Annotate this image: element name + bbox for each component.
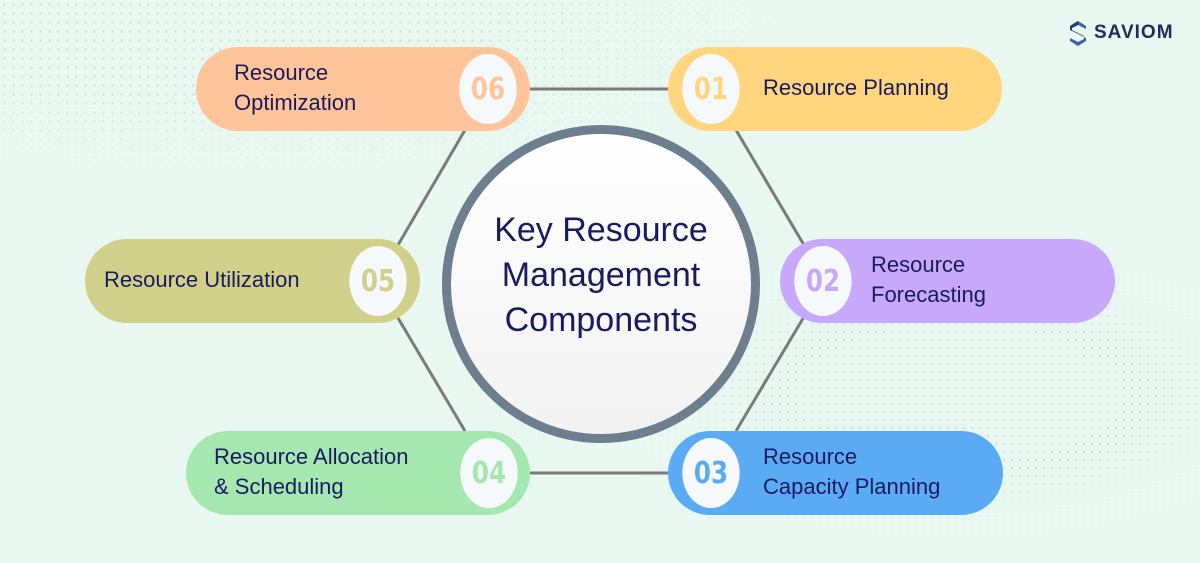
component-04-label-line2: & Scheduling <box>214 474 344 499</box>
component-06-resource-optimization: Resource Optimization 06 <box>196 47 530 131</box>
component-06-label-line1: Resource <box>234 60 329 85</box>
component-01-resource-planning: 01 Resource Planning <box>668 47 1002 131</box>
component-06-number-badge: 06 <box>459 54 517 124</box>
brand-logo: SAVIOM <box>1068 20 1174 46</box>
component-03-resource-capacity-planning: 03 Resource Capacity Planning <box>668 431 1003 515</box>
component-04-number-badge: 04 <box>460 438 518 508</box>
component-05-label-line1: Resource Utilization <box>104 267 300 292</box>
diagram-title: Key Resource Management Components <box>494 210 708 339</box>
component-03-number-badge: 03 <box>682 438 740 508</box>
component-05-number-badge: 05 <box>349 246 407 316</box>
component-02-resource-forecasting: 02 Resource Forecasting <box>780 239 1115 323</box>
saviom-s-logo-icon <box>1070 21 1086 46</box>
component-03-label-line2: Capacity Planning <box>763 474 941 499</box>
component-05-resource-utilization: Resource Utilization 05 <box>85 239 420 323</box>
component-01-label-line1: Resource Planning <box>763 75 949 100</box>
central-hub-circle: Key Resource Management Components <box>442 125 760 443</box>
component-06-label-line2: Optimization <box>234 90 357 115</box>
component-02-label-line1: Resource <box>871 252 966 277</box>
component-01-number-badge: 01 <box>682 54 740 124</box>
component-04-resource-allocation-scheduling: Resource Allocation & Scheduling 04 <box>186 431 530 515</box>
component-02-label-line2: Forecasting <box>871 282 986 307</box>
component-03-label-line1: Resource <box>763 444 858 469</box>
component-04-label-line1: Resource Allocation <box>214 444 409 469</box>
brand-name: SAVIOM <box>1094 22 1174 43</box>
component-02-number-badge: 02 <box>794 246 852 316</box>
